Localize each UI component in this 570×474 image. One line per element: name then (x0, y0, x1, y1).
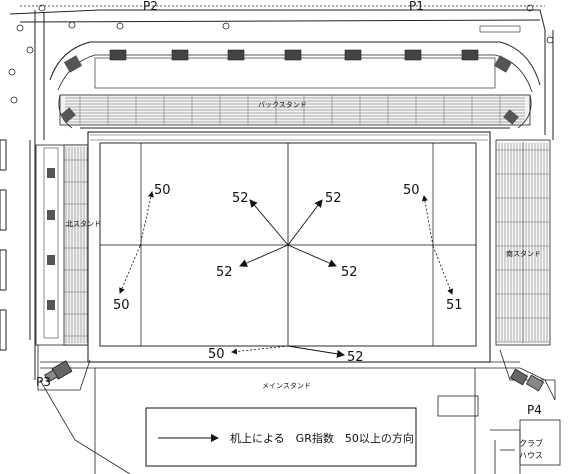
arrow-center-lower-left (239, 244, 289, 267)
clubhouse: クラブ ハウス (519, 438, 543, 460)
arrow-left-lower (119, 245, 141, 294)
back-stand: バックスタンド (49, 25, 541, 129)
main-stand-label: メインスタンド (262, 381, 311, 390)
stand-entrance-block (109, 49, 127, 61)
stand-entrance-block (284, 49, 302, 61)
gr-center-upper-left: 52 (232, 191, 249, 206)
gr-bottom-right: 52 (347, 350, 364, 365)
pitch (87, 131, 491, 363)
stand-entrance-block (47, 210, 55, 220)
arrow-right-upper (421, 195, 434, 247)
arrow-center-lower-right (287, 244, 337, 267)
gr-values: 50 50 50 51 52 52 52 52 50 52 (113, 183, 463, 365)
light-tower-markers (8, 4, 554, 104)
gr-right-upper: 50 (403, 183, 420, 198)
stand-entrance-block (404, 49, 422, 61)
pole-p4: P4 (527, 403, 542, 417)
stand-entrance-block (47, 255, 55, 265)
north-stand-label: 北スタンド (66, 219, 101, 228)
pole-p1: P1 (409, 0, 424, 13)
clubhouse-line2: ハウス (519, 451, 543, 460)
stand-entrance-block (344, 49, 362, 61)
arrow-bottom-left (231, 345, 289, 355)
stand-entrance-block (47, 300, 55, 310)
stand-entrance-block (227, 49, 245, 61)
arrow-right-lower (432, 245, 453, 295)
clubhouse-line1: クラブ (519, 438, 543, 448)
gr-center-lower-left: 52 (216, 265, 233, 280)
gr-bottom-left: 50 (208, 347, 225, 362)
arrow-center-upper-left (249, 199, 289, 246)
pole-p3: P3 (36, 375, 51, 389)
gr-center-upper-right: 52 (325, 191, 342, 206)
stand-entrance-block (171, 49, 189, 61)
south-stand-label: 南スタンド (506, 249, 541, 258)
corner-structures (37, 345, 561, 474)
gr-left-upper: 50 (154, 183, 171, 198)
stand-entrance-block (47, 168, 55, 178)
pole-p2: P2 (143, 0, 158, 13)
gr-right-lower: 51 (446, 298, 463, 313)
north-stand: 北スタンド (35, 144, 101, 346)
arrow-bottom-right (287, 345, 345, 358)
gr-left-lower: 50 (113, 298, 130, 313)
arrow-left-upper (139, 191, 154, 247)
back-stand-label: バックスタンド (258, 100, 307, 109)
south-stand: 南スタンド (489, 139, 551, 346)
gr-center-lower-right: 52 (341, 265, 358, 280)
stand-entrance-block (461, 49, 479, 61)
gr-direction-arrows (119, 191, 453, 358)
legend-text: 机上による GR指数 50以上の方向 (230, 431, 414, 445)
pole-labels: P2 P1 P3 P4 (36, 0, 542, 417)
legend-box: 机上による GR指数 50以上の方向 (145, 407, 417, 467)
outer-structure (0, 5, 554, 380)
arrow-center-upper-right (287, 199, 323, 246)
